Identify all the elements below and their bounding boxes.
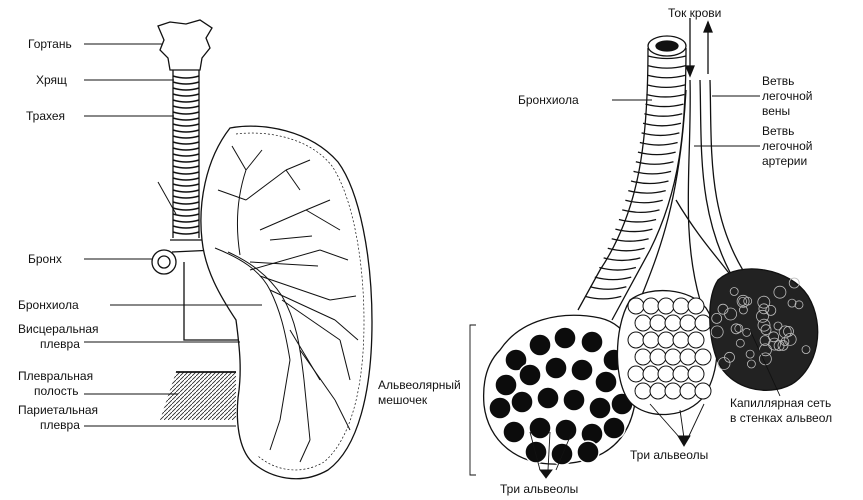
label-visceral-pleura-2: плевра — [40, 337, 80, 351]
capillary-sac — [709, 268, 819, 391]
left-leader-lines — [84, 43, 262, 427]
label-alveolar-sac-2: мешочек — [378, 393, 428, 407]
label-visceral-pleura-1: Висцеральная — [18, 322, 99, 336]
label-three-alveoli-a: Три альвеолы — [630, 448, 709, 462]
label-blood-flow: Ток крови — [668, 6, 722, 20]
left-lung-illustration — [151, 19, 373, 480]
label-artery-1: Ветвь — [762, 124, 795, 138]
label-pleural-cavity-1: Плевральная — [18, 369, 94, 383]
label-cartilage: Хрящ — [36, 73, 67, 87]
label-larynx: Гортань — [28, 37, 72, 51]
visceral-pleura-line — [183, 262, 238, 341]
label-artery-3: артерии — [762, 154, 808, 168]
label-parietal-pleura-2: плевра — [40, 418, 80, 432]
label-vein-1: Ветвь — [762, 74, 795, 88]
alveolar-sac-dark — [482, 314, 638, 466]
lung-outline — [200, 125, 373, 480]
label-parietal-pleura-1: Париетальная — [18, 403, 99, 417]
label-vein-2: легочной — [762, 89, 813, 103]
bronchus-cut — [151, 249, 177, 275]
label-three-alveoli-b: Три альвеолы — [500, 482, 579, 496]
alveolar-sac-light — [616, 289, 718, 416]
label-trachea: Трахея — [26, 109, 66, 123]
label-vein-3: вены — [762, 104, 791, 118]
pulmonary-artery-branch — [687, 79, 701, 301]
label-capillary-2: в стенках альвеол — [730, 411, 833, 425]
label-capillary-1: Капиллярная сеть — [730, 396, 832, 410]
label-bronchiole-left: Бронхиола — [18, 298, 79, 312]
label-artery-2: легочной — [762, 139, 813, 153]
larynx-shape — [157, 19, 213, 71]
label-bronchus: Бронх — [28, 252, 62, 266]
pulmonary-vein-branch — [699, 79, 741, 291]
alveoli-illustration — [577, 18, 753, 321]
right-leader-lines — [469, 95, 781, 479]
label-pleural-cavity-2: полость — [34, 384, 79, 398]
pleural-cavity-hatch — [160, 372, 236, 420]
label-bronchiole-right: Бронхиола — [518, 93, 579, 107]
label-alveolar-sac-1: Альвеолярный — [378, 378, 461, 392]
bronchial-tree — [214, 145, 359, 463]
